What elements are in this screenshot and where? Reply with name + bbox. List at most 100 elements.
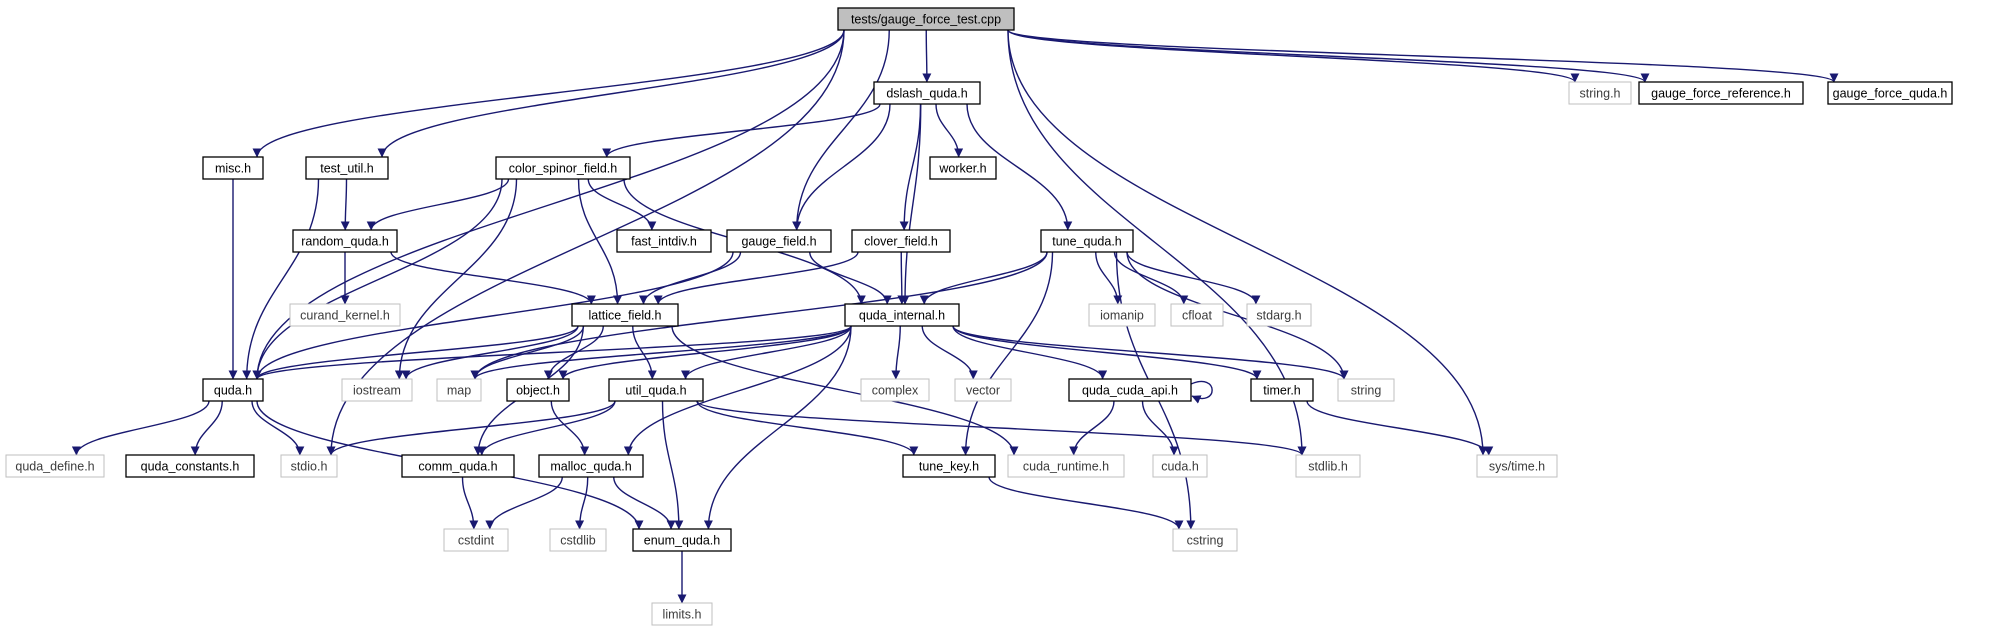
node-gauge-force-quda[interactable]: gauge_force_quda.h [1827,81,1953,105]
node-label: lattice_field.h [589,308,662,322]
node-util-quda[interactable]: util_quda.h [608,378,704,402]
node-tune-quda[interactable]: tune_quda.h [1040,229,1134,253]
node-label: vector [966,383,1000,397]
node-box [202,156,264,180]
edge-util_quda-to-comm_quda [477,400,616,456]
edge-util_quda-to-stdlib_h [696,400,1307,456]
node-box [1476,454,1558,478]
node-label: cstdlib [560,533,595,547]
node-color-spinor-field[interactable]: color_spinor_field.h [495,156,631,180]
edge-malloc_quda-to-enum_quda [613,476,676,530]
node-box [571,303,679,327]
node-box [538,454,644,478]
node-quda-internal[interactable]: quda_internal.h [844,303,960,327]
edge-color_spinor_field-to-random_quda [366,178,510,231]
edge-dslash_quda-to-color_spinor_field [602,103,881,158]
node-label: dslash_quda.h [886,86,967,100]
edge-tune_quda-to-iomanip [1095,251,1123,305]
node-label: complex [872,383,919,397]
edge-test_util-to-random_quda [340,178,350,231]
node-box [1638,81,1804,105]
node-test-util[interactable]: test_util.h [305,156,389,180]
node-box [401,454,515,478]
node-root[interactable]: tests/gauge_force_test.cpp [837,7,1015,31]
node-object[interactable]: object.h [506,378,570,402]
node-box [929,156,997,180]
node-label: cfloat [1182,308,1212,322]
node-worker[interactable]: worker.h [929,156,997,180]
node-box [495,156,631,180]
node-box [305,156,389,180]
node-box [1250,378,1314,402]
node-gauge-field[interactable]: gauge_field.h [726,229,832,253]
node-box [1827,81,1953,105]
node-fast-intdiv[interactable]: fast_intdiv.h [616,229,712,253]
node-quda-constants[interactable]: quda_constants.h [125,454,255,478]
node-label: tests/gauge_force_test.cpp [851,12,1001,26]
node-dslash-quda[interactable]: dslash_quda.h [873,81,981,105]
node-misc[interactable]: misc.h [202,156,264,180]
node-label: color_spinor_field.h [509,161,617,175]
node-label: comm_quda.h [418,459,497,473]
node-iomanip: iomanip [1088,303,1156,327]
edge-util_quda-to-enum_quda [661,400,684,530]
edge-quda_internal-to-timer [952,325,1262,380]
node-box [1040,229,1134,253]
node-label: quda_internal.h [859,308,945,322]
node-box [1337,378,1395,402]
node-label: quda_constants.h [141,459,240,473]
node-label: cuda_runtime.h [1023,459,1109,473]
edge-quda_cuda_api-to-quda_cuda_api [1190,381,1213,404]
node-label: tune_key.h [919,459,979,473]
node-box [1172,528,1238,552]
node-stdio: stdio.h [280,454,338,478]
node-quda-cuda-api[interactable]: quda_cuda_api.h [1068,378,1192,402]
node-lattice-field[interactable]: lattice_field.h [571,303,679,327]
edge-quda_internal-to-enum_quda [703,325,852,530]
edge-lattice_field-to-iostream [401,325,579,380]
node-box [860,378,930,402]
node-label: cstring [1187,533,1224,547]
edge-quda_internal-to-quda [252,325,852,380]
node-box [280,454,338,478]
node-tune-key[interactable]: tune_key.h [902,454,996,478]
edge-gauge_field-to-quda_internal [809,251,892,305]
node-label: quda.h [214,383,252,397]
edge-malloc_quda-to-cstdlib [575,476,589,530]
node-cstdint: cstdint [443,528,509,552]
node-box [844,303,960,327]
node-timer[interactable]: timer.h [1250,378,1314,402]
node-label: iomanip [1100,308,1144,322]
node-box [651,602,713,626]
node-enum-quda[interactable]: enum_quda.h [632,528,732,552]
node-label: timer.h [1263,383,1301,397]
node-comm-quda[interactable]: comm_quda.h [401,454,515,478]
node-label: tune_quda.h [1052,234,1122,248]
edge-root-to-dslash_quda [922,29,932,83]
node-malloc-quda[interactable]: malloc_quda.h [538,454,644,478]
node-box [1568,81,1632,105]
node-random-quda[interactable]: random_quda.h [292,229,398,253]
node-map: map [436,378,482,402]
node-label: object.h [516,383,560,397]
node-clover-field[interactable]: clover_field.h [851,229,951,253]
edge-quda_cuda_api-to-cuda_runtime [1069,400,1115,456]
node-label: sys/time.h [1489,459,1545,473]
node-box [292,229,398,253]
node-box [506,378,570,402]
node-box [873,81,981,105]
edge-clover_field-to-lattice_field [653,251,859,305]
node-label: cstdint [458,533,495,547]
edge-root-to-test_util [377,29,845,158]
node-label: misc.h [215,161,251,175]
edge-lattice_field-to-object [543,325,604,380]
edge-root-to-string_h [1007,29,1580,83]
node-quda[interactable]: quda.h [202,378,264,402]
node-quda-define: quda_define.h [5,454,105,478]
node-gauge-force-reference[interactable]: gauge_force_reference.h [1638,81,1804,105]
edge-dslash_quda-to-gauge_field [792,103,891,231]
node-label: stdio.h [291,459,328,473]
node-sys-time: sys/time.h [1476,454,1558,478]
node-limits: limits.h [651,602,713,626]
node-cuda-h: cuda.h [1152,454,1208,478]
